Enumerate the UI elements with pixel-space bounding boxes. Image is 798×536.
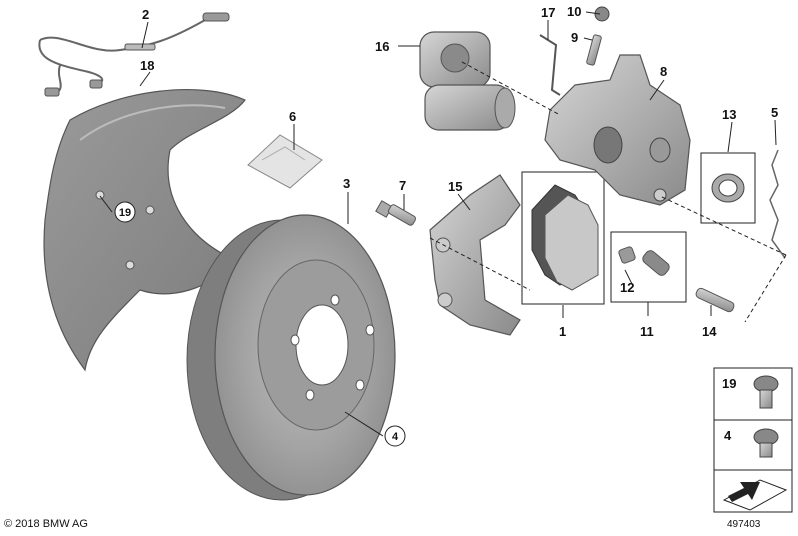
anti-rattle-spring	[769, 149, 786, 259]
wear-sensor-cable	[38, 12, 230, 97]
direction-arrow-icon	[722, 479, 788, 511]
guide-pin	[695, 287, 735, 313]
legend-4-label: 4	[724, 428, 732, 443]
circled-callout-4: 4	[384, 425, 406, 447]
screw-4	[753, 428, 779, 458]
callout-14: 14	[702, 324, 717, 339]
callout-9: 9	[571, 30, 578, 45]
spring-clip	[539, 34, 561, 96]
callout-11: 11	[640, 324, 654, 339]
callout-6: 6	[289, 109, 296, 124]
callout-16: 16	[375, 39, 389, 54]
guide-bushing-kit	[610, 231, 687, 316]
callout-7: 7	[399, 178, 406, 193]
bleeder-cap	[594, 6, 610, 22]
torx-bolt-19	[753, 375, 779, 409]
carrier-bolt	[375, 200, 417, 226]
svg-text:4: 4	[392, 431, 399, 443]
callout-leaders	[99, 11, 777, 437]
brake-pad-set	[521, 171, 605, 318]
caliper-repair-kit	[700, 152, 756, 224]
dashed-leaders	[429, 61, 787, 323]
brake-disc	[186, 214, 396, 501]
copyright-text: © 2018 BMW AG	[4, 518, 88, 530]
caliper-carrier	[429, 174, 521, 336]
legend-panel: 19 4	[713, 367, 793, 513]
brake-shield	[43, 88, 246, 372]
callout-1: 1	[559, 324, 566, 339]
parking-brake-motor	[419, 31, 516, 131]
callout-15: 15	[448, 179, 462, 194]
grease-packet	[247, 134, 323, 189]
callout-17: 17	[541, 5, 555, 20]
callout-10: 10	[567, 4, 581, 19]
legend-19-label: 19	[722, 376, 736, 391]
callout-2: 2	[142, 7, 149, 22]
callout-8: 8	[660, 64, 667, 79]
bleeder-screw	[586, 34, 602, 66]
svg-text:19: 19	[119, 207, 131, 219]
brake-caliper	[544, 54, 691, 206]
callout-18: 18	[140, 58, 154, 73]
callout-3: 3	[343, 176, 350, 191]
callout-13: 13	[722, 107, 736, 122]
document-number: 497403	[727, 519, 761, 530]
callout-12: 12	[620, 280, 634, 295]
circled-callout-19: 19	[114, 201, 136, 223]
callout-5: 5	[771, 105, 778, 120]
